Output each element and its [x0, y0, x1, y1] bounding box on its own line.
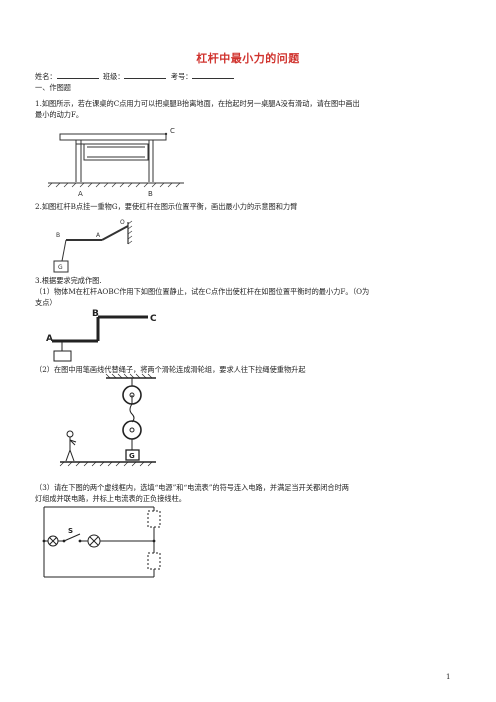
label-c: C [150, 314, 157, 324]
q3-sub1-line2: 支点） [35, 298, 57, 307]
section-heading: 一、作图题 [35, 83, 71, 92]
exam-blank[interactable] [192, 71, 235, 79]
q1-text-line2: 最小的动力F。 [35, 110, 84, 119]
q3-sub3-line2: 灯组成并联电路，并标上电流表的正负接线柱。 [35, 494, 186, 503]
name-label: 姓名： [35, 72, 57, 81]
label-b: B [56, 232, 60, 239]
q2-text-line1: 2.如图杠杆B点挂一重物G，要使杠杆在图示位置平衡，画出最小力的示意图和力臂 [35, 202, 298, 211]
student-info-row: 姓名： 班级： 考号： [35, 71, 236, 82]
q3-sub1-lever-diagram: A B C [46, 309, 157, 362]
label-g: G [129, 452, 135, 460]
name-blank[interactable] [56, 71, 99, 79]
label-a: A [78, 190, 83, 198]
q3-sub1-line1: （1）物体M在杠杆AOBC作用下如图位置静止，试在C点作出使杠杆在如图位置平衡时… [35, 287, 370, 296]
page-number: 1 [446, 673, 451, 681]
label-a: A [96, 232, 101, 239]
class-label: 班级： [102, 72, 125, 81]
q1-text-line1: 1.如图所示，若在课桌的C点用力可以把桌腿B抬离地面，在抬起时另一桌腿A没有滑动… [35, 99, 360, 108]
label-o: O [120, 219, 125, 226]
exam-label: 考号： [170, 72, 193, 81]
label-g: G [58, 264, 63, 271]
q3-sub2-line1: （2）在图中用笔画线代替绳子，将两个滑轮连成滑轮组，要求人往下拉绳使重物升起 [35, 365, 306, 374]
label-b: B [92, 309, 99, 319]
class-blank[interactable] [124, 71, 167, 79]
q3-sub3-circuit-diagram: S [42, 506, 161, 578]
label-c: C [170, 127, 175, 135]
q3-text-line1: 3.根据要求完成作图. [35, 276, 102, 285]
label-a: A [46, 334, 53, 344]
point-c-dot [164, 132, 168, 136]
q2-lever-diagram: B A O G [53, 219, 133, 273]
page-title: 杠杆中最小力的问题 [196, 52, 300, 65]
label-b: B [148, 190, 153, 198]
q3-sub3-line1: （3）请在下图的两个虚线框内，选填“电源”和“电流表”的符号连入电路，并满足当开… [35, 483, 349, 492]
label-s: S [68, 527, 73, 535]
q1-desk-diagram: A B C [47, 127, 184, 198]
q3-sub2-pulley-diagram: G [59, 373, 156, 467]
